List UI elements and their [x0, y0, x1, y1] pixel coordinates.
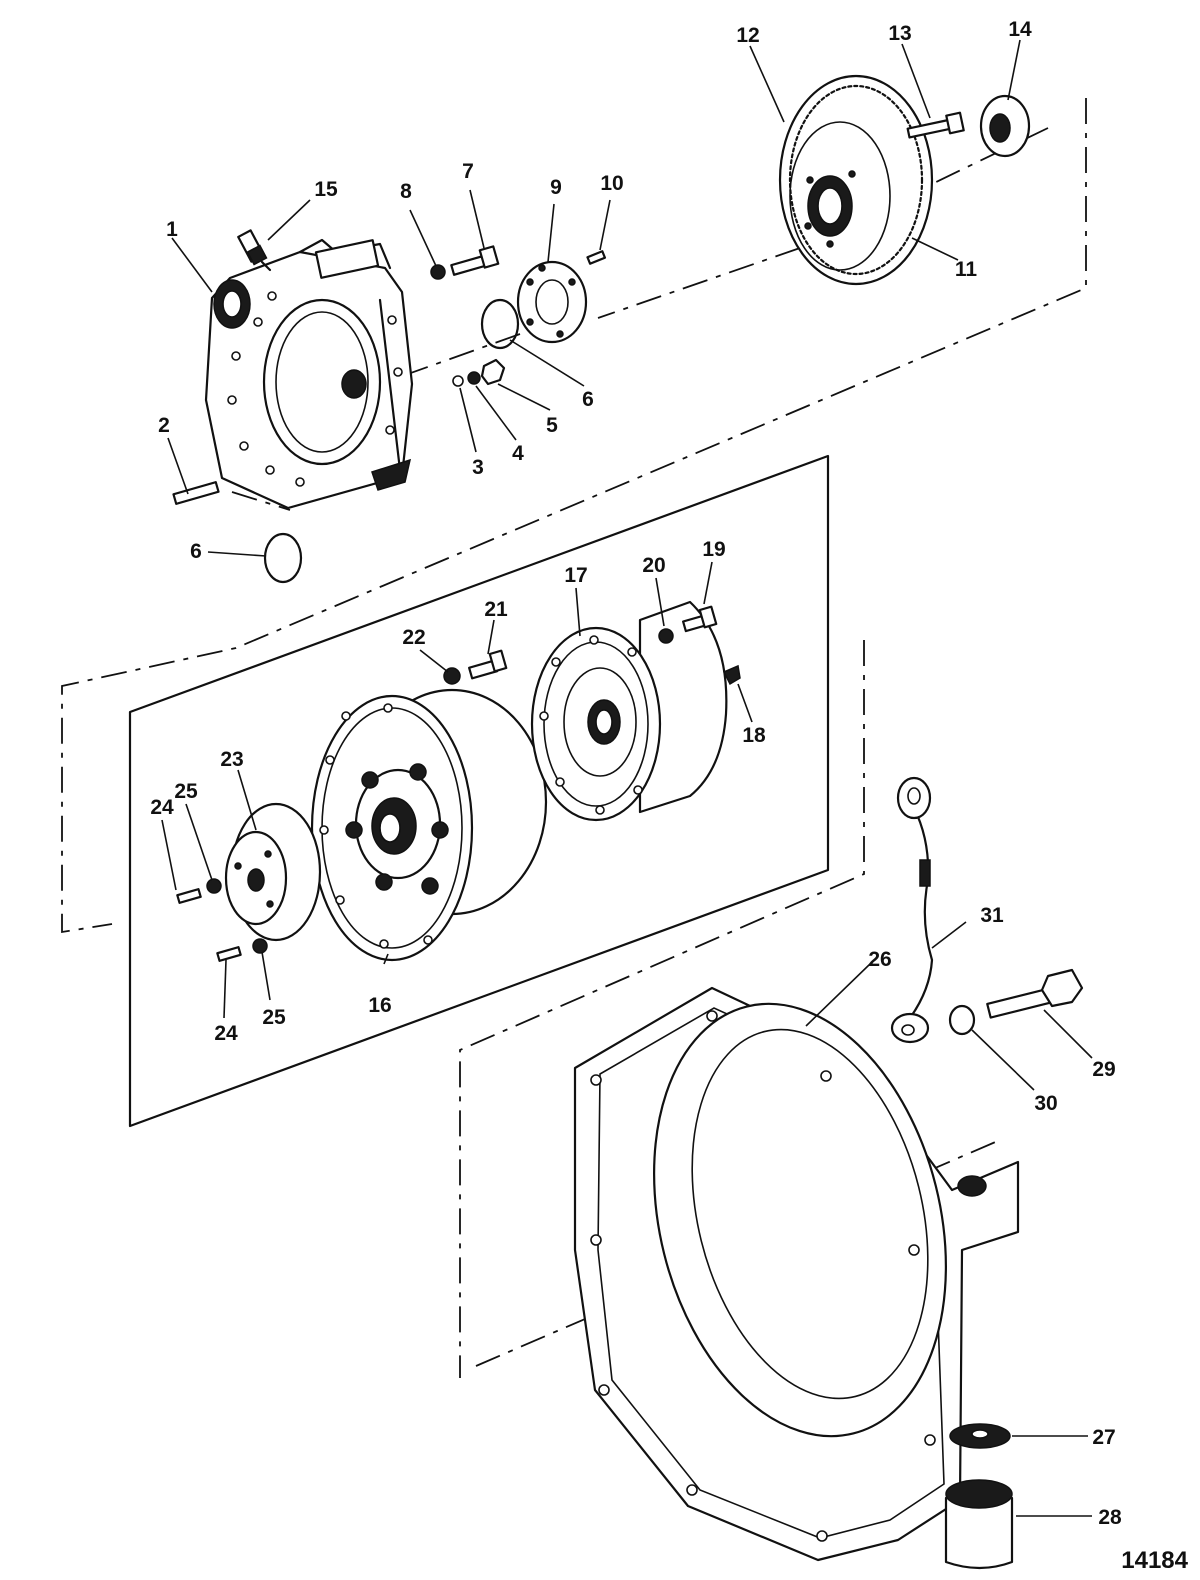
figure-number: 14184: [1121, 1547, 1188, 1574]
bolt-upper: [450, 245, 500, 276]
callout-13: 13: [888, 22, 911, 45]
washer-upper: [430, 264, 446, 280]
hub-washer-lower: [252, 938, 268, 954]
callout-8: 8: [400, 180, 412, 203]
callout-20: 20: [642, 554, 665, 577]
pilot-bearing: [979, 94, 1031, 158]
callout-9: 9: [550, 176, 562, 199]
ground-lock-washer: [948, 1004, 976, 1036]
callout-14: 14: [1008, 18, 1032, 41]
hub-screw-upper: [176, 888, 202, 904]
leader-lines: [161, 39, 1093, 1517]
grease-fitting: [722, 664, 741, 686]
o-ring-upper: [480, 298, 520, 350]
lock-washer: [467, 371, 481, 385]
flat-washer: [452, 375, 464, 387]
coupler-housing: [530, 600, 728, 822]
callout-11: 11: [955, 258, 978, 281]
callout-10: 10: [600, 172, 623, 195]
callout-25-lower: 25: [262, 1006, 286, 1029]
adapter-plate: [516, 260, 588, 344]
coupler-bolt-upper: [681, 605, 718, 633]
callout-12: 12: [736, 24, 759, 47]
hex-nut: [480, 358, 506, 386]
callout-18: 18: [742, 724, 766, 747]
callout-22: 22: [402, 626, 425, 649]
ground-strap: [890, 776, 934, 1044]
hub-screw-lower: [216, 946, 242, 962]
callout-29: 29: [1092, 1058, 1115, 1081]
hub-washer-upper: [206, 878, 222, 894]
screw-adapter: [586, 250, 607, 265]
callout-15: 15: [314, 178, 338, 201]
callout-17: 17: [564, 564, 587, 587]
callout-25-upper: 25: [174, 780, 198, 803]
callout-3: 3: [472, 456, 484, 479]
stud: [172, 481, 220, 505]
drive-coupler: [310, 688, 548, 962]
assembly-outline-top: [61, 98, 1087, 934]
callout-31: 31: [980, 904, 1004, 927]
flywheel-housing: [204, 238, 414, 510]
o-ring-lower: [263, 532, 303, 584]
callout-6-upper: 6: [582, 388, 594, 411]
temperature-switch: [237, 229, 272, 272]
bell-housing: [573, 986, 1020, 1562]
callout-6-lower: 6: [190, 540, 202, 563]
callout-28: 28: [1098, 1506, 1122, 1529]
coupler-hub: [224, 802, 322, 942]
callout-24-upper: 24: [150, 796, 174, 819]
ground-bolt: [986, 968, 1084, 1019]
flywheel-bolt: [906, 111, 965, 139]
coupler-washer-upper: [658, 628, 674, 644]
callout-30: 30: [1034, 1092, 1057, 1115]
callout-4: 4: [512, 442, 524, 465]
callout-7: 7: [462, 160, 474, 183]
callout-23: 23: [220, 748, 243, 771]
callout-labels: 1 2 3 4 5 6 6 7 8 9 10 11 12 13 14 15 16…: [150, 18, 1122, 1529]
callout-27: 27: [1092, 1426, 1115, 1449]
callout-26: 26: [868, 948, 891, 971]
callout-5: 5: [546, 414, 558, 437]
coupler-bolt-lower: [468, 649, 508, 680]
rubber-mount: [944, 1479, 1014, 1570]
callout-16: 16: [368, 994, 391, 1017]
flywheel: [778, 74, 934, 286]
callout-21: 21: [484, 598, 508, 621]
assembly-outline-bottom: [459, 640, 1001, 1378]
callout-2: 2: [158, 414, 170, 437]
callout-24-lower: 24: [214, 1022, 238, 1045]
callout-19: 19: [702, 538, 725, 561]
callout-1: 1: [166, 218, 178, 241]
mount-washer-hole: [971, 1429, 989, 1439]
coupler-kit-frame: [128, 454, 830, 1128]
